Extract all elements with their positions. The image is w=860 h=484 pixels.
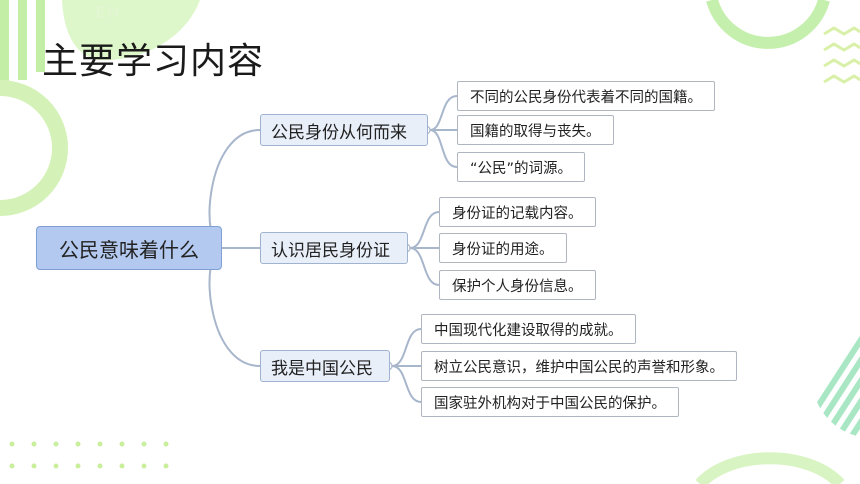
leaf-node-3-1[interactable]: 中国现代化建设取得的成就。 xyxy=(421,314,636,344)
green-blob-decoration xyxy=(62,0,200,61)
bottom-right-arc-decoration xyxy=(695,452,845,484)
dot-grid-decoration xyxy=(9,441,169,469)
connector-b3-leaf-1 xyxy=(391,328,422,367)
connector-b2-leaf-1 xyxy=(409,211,440,249)
branch-node-1[interactable]: 公民身份从何而来 xyxy=(260,114,428,146)
connector-b1-leaf-1 xyxy=(429,95,458,131)
leaf-node-2-3[interactable]: 保护个人身份信息。 xyxy=(439,270,596,300)
zigzag-decoration xyxy=(823,26,860,84)
page-title: 主要学习内容 xyxy=(42,41,265,82)
branch-node-2[interactable]: 认识居民身份证 xyxy=(260,232,408,264)
watermark-text: EN xyxy=(96,4,121,21)
leaf-node-2-2[interactable]: 身份证的用途。 xyxy=(439,233,567,263)
leaf-node-3-2[interactable]: 树立公民意识，维护中国公民的声誉和形象。 xyxy=(421,351,737,381)
connector-b3-leaf-3 xyxy=(391,365,422,403)
striped-circle-decoration xyxy=(812,318,860,438)
leaf-node-1-2[interactable]: 国籍的取得与丧失。 xyxy=(457,115,614,145)
left-ring-decoration xyxy=(0,80,68,216)
leaf-node-3-3[interactable]: 国家驻外机构对于中国公民的保护。 xyxy=(421,387,679,417)
leaf-node-1-3[interactable]: “公民”的词源。 xyxy=(457,152,586,182)
green-stripes-decoration xyxy=(0,0,45,88)
connector-b2-leaf-3 xyxy=(409,247,440,286)
connector-b1-leaf-3 xyxy=(429,129,458,168)
mindmap-root-node[interactable]: 公民意味着什么 xyxy=(36,226,222,270)
leaf-node-2-1[interactable]: 身份证的记载内容。 xyxy=(439,197,596,227)
top-right-arc-decoration xyxy=(706,0,830,49)
leaf-node-1-1[interactable]: 不同的公民身份代表着不同的国籍。 xyxy=(457,81,715,111)
branch-node-3[interactable]: 我是中国公民 xyxy=(260,350,390,382)
